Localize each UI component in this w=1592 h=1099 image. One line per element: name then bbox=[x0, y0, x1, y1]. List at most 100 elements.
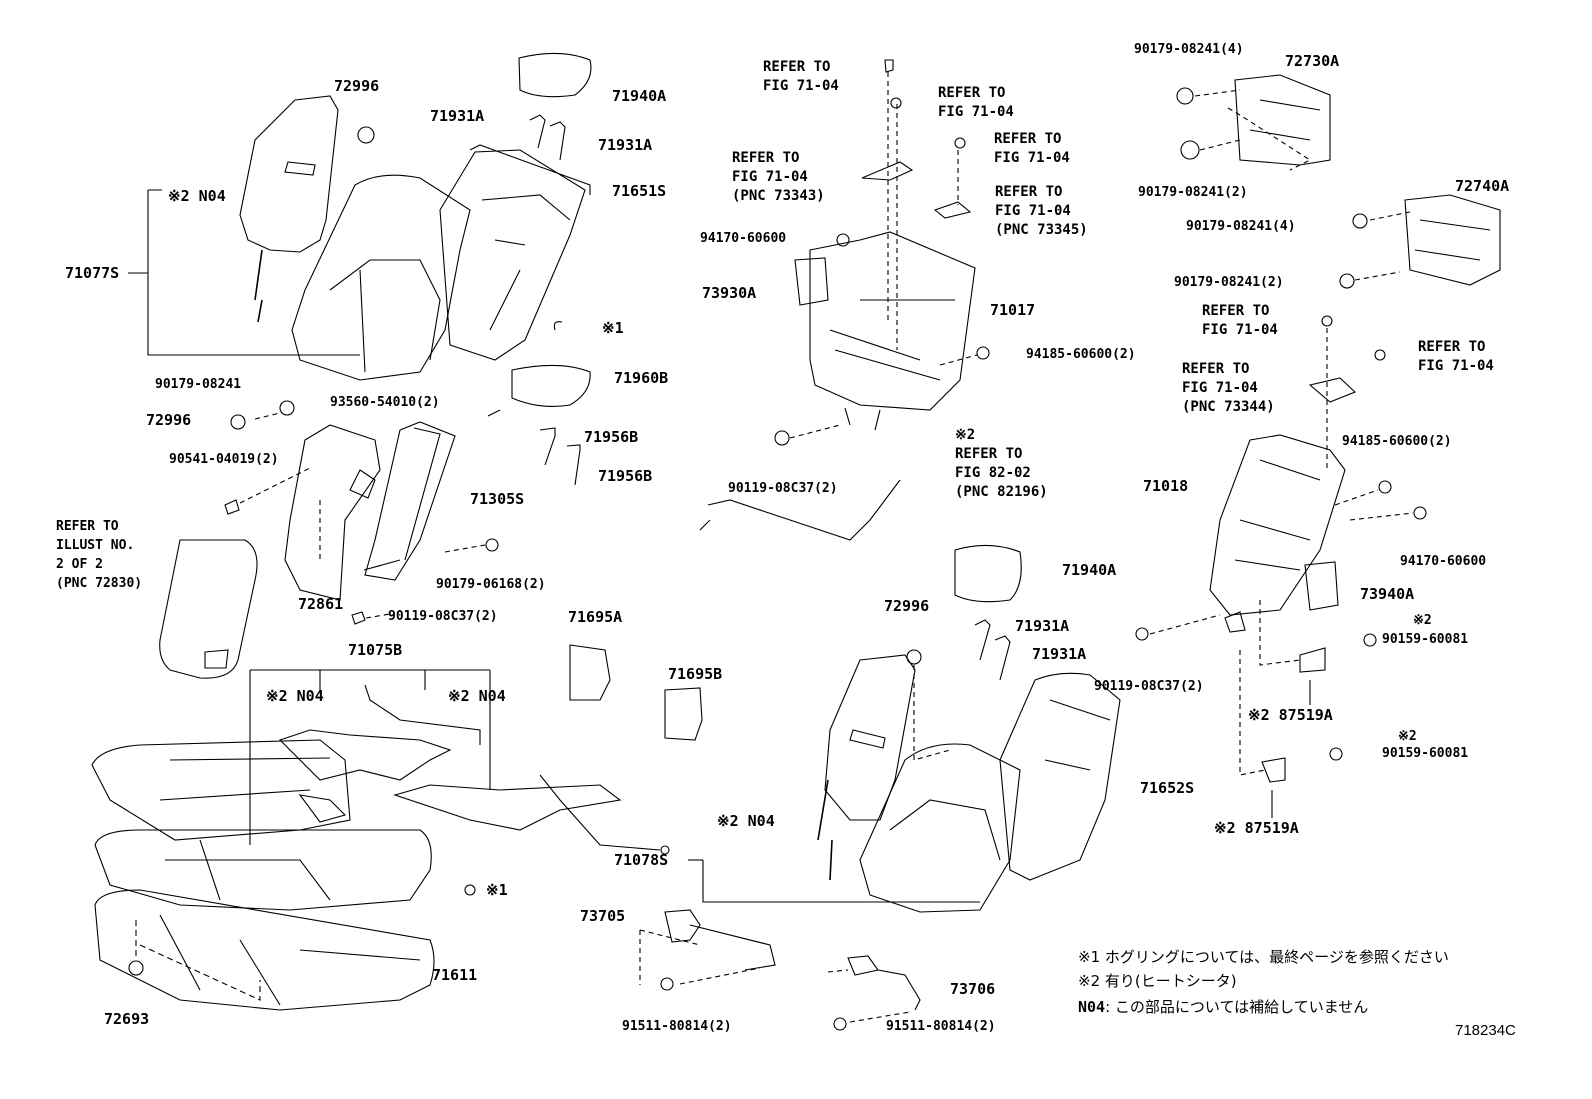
refer-line: FIG 71-04 bbox=[732, 169, 808, 185]
part-71931A-b1[interactable]: 71931A bbox=[1015, 617, 1070, 635]
part-90541-04019[interactable]: 90541-04019(2) bbox=[169, 452, 279, 467]
refer-fig-71-04-g[interactable]: REFER TO FIG 71-04 (PNC 73344) bbox=[1182, 360, 1275, 417]
part-90179-08241-4b[interactable]: 90179-08241(4) bbox=[1186, 219, 1296, 234]
part-91511-80814-a[interactable]: 91511-80814(2) bbox=[622, 1019, 732, 1034]
n04-code[interactable]: N04 bbox=[198, 187, 226, 205]
part-91511-80814-b[interactable]: 91511-80814(2) bbox=[886, 1019, 996, 1034]
kome2-mark: ※2 bbox=[266, 687, 288, 705]
refer-fig-71-04-d[interactable]: REFER TO FIG 71-04 bbox=[994, 130, 1070, 168]
part-71940A-b[interactable]: 71940A bbox=[1062, 561, 1117, 579]
part-71652S[interactable]: 71652S bbox=[1140, 779, 1195, 797]
part-90179-08241-4a[interactable]: 90179-08241(4) bbox=[1134, 42, 1244, 57]
part-94185-60600-b[interactable]: 94185-60600(2) bbox=[1342, 434, 1452, 449]
part-71956B-2[interactable]: 71956B bbox=[598, 467, 653, 485]
part-71611[interactable]: 71611 bbox=[432, 966, 478, 984]
part-71931A-b2[interactable]: 71931A bbox=[1032, 645, 1087, 663]
part-71075B[interactable]: 71075B bbox=[348, 641, 403, 659]
refer-fig-71-04-f[interactable]: REFER TO FIG 71-04 bbox=[1202, 302, 1278, 340]
refer-line: FIG 71-04 bbox=[1202, 322, 1278, 338]
lower-center-seatback bbox=[817, 544, 1121, 913]
part-87519A-a[interactable]: 87519A bbox=[1278, 706, 1333, 724]
refer-fig-71-04-b[interactable]: REFER TO FIG 71-04 bbox=[938, 84, 1014, 122]
part-90119-08C37-b[interactable]: 90119-08C37(2) bbox=[728, 481, 838, 496]
part-87519A-b[interactable]: 87519A bbox=[1244, 819, 1299, 837]
part-71956B-1[interactable]: 71956B bbox=[584, 428, 639, 446]
refer-line: REFER TO bbox=[1202, 303, 1270, 319]
refer-line: 2 OF 2 bbox=[56, 557, 103, 572]
figure-code: 718234C bbox=[1455, 1022, 1516, 1039]
part-90119-08C37-c[interactable]: 90119-08C37(2) bbox=[1094, 679, 1204, 694]
part-71018[interactable]: 71018 bbox=[1143, 477, 1189, 495]
center-frame bbox=[699, 59, 990, 541]
part-72996-a[interactable]: 72996 bbox=[334, 77, 380, 95]
part-90119-08C37-a[interactable]: 90119-08C37(2) bbox=[388, 609, 498, 624]
refer-line: (PNC 72830) bbox=[56, 576, 143, 591]
part-94170-60600-b[interactable]: 94170-60600 bbox=[1400, 554, 1487, 569]
part-72996-c[interactable]: 72996 bbox=[884, 597, 930, 615]
part-87519A-a-label: ※2 87519A bbox=[1248, 707, 1333, 724]
part-71078S[interactable]: 71078S bbox=[614, 851, 669, 869]
armrest bbox=[159, 539, 258, 679]
kome2-mark: ※2 bbox=[717, 812, 739, 830]
kome2-mark: ※2 bbox=[168, 187, 190, 205]
legend-note-3: N04: この部品については補給していません bbox=[1078, 998, 1368, 1016]
legend-n04-code: N04 bbox=[1078, 998, 1106, 1016]
refer-illust-72830[interactable]: REFER TO ILLUST NO. 2 OF 2 (PNC 72830) bbox=[56, 517, 142, 593]
refer-fig-71-04-e[interactable]: REFER TO FIG 71-04 (PNC 73345) bbox=[995, 183, 1088, 240]
n04-label-1: ※2 N04 bbox=[168, 188, 226, 205]
part-93560-54010[interactable]: 93560-54010(2) bbox=[330, 395, 440, 410]
refer-line: FIG 71-04 bbox=[763, 78, 839, 94]
part-71931A-a1[interactable]: 71931A bbox=[430, 107, 485, 125]
part-72861[interactable]: 72861 bbox=[298, 595, 344, 613]
refer-fig-71-04-h[interactable]: REFER TO FIG 71-04 bbox=[1418, 338, 1494, 376]
refer-line: REFER TO bbox=[763, 59, 831, 75]
part-71931A-a2[interactable]: 71931A bbox=[598, 136, 653, 154]
part-71695A[interactable]: 71695A bbox=[568, 608, 623, 626]
part-72740A[interactable]: 72740A bbox=[1455, 177, 1510, 195]
part-71695B[interactable]: 71695B bbox=[668, 665, 723, 683]
refer-fig-71-04-c[interactable]: REFER TO FIG 71-04 (PNC 73343) bbox=[732, 149, 825, 206]
rear-seat-cushion bbox=[91, 739, 435, 1011]
heater-mats-left bbox=[249, 644, 980, 903]
legend-note-2: ※2 有り(ヒートシータ) bbox=[1078, 972, 1237, 990]
part-71960B[interactable]: 71960B bbox=[614, 369, 669, 387]
part-72996-b[interactable]: 72996 bbox=[146, 411, 192, 429]
refer-line: REFER TO bbox=[994, 131, 1062, 147]
part-90179-06168[interactable]: 90179-06168(2) bbox=[436, 577, 546, 592]
refer-fig-82-02[interactable]: ※2 REFER TO FIG 82-02 (PNC 82196) bbox=[955, 426, 1048, 502]
n04-code[interactable]: N04 bbox=[478, 687, 506, 705]
refer-line: REFER TO bbox=[732, 150, 800, 166]
part-71077S[interactable]: 71077S bbox=[65, 264, 120, 282]
refer-fig-71-04-a[interactable]: REFER TO FIG 71-04 bbox=[763, 58, 839, 96]
part-73705[interactable]: 73705 bbox=[580, 907, 626, 925]
part-94170-60600-a[interactable]: 94170-60600 bbox=[700, 231, 787, 246]
part-71651S[interactable]: 71651S bbox=[612, 182, 667, 200]
part-73706[interactable]: 73706 bbox=[950, 980, 996, 998]
part-90159-60081-b[interactable]: 90159-60081 bbox=[1382, 746, 1469, 761]
right-brackets bbox=[1135, 74, 1501, 818]
part-73940A[interactable]: 73940A bbox=[1360, 585, 1415, 603]
part-73930A[interactable]: 73930A bbox=[702, 284, 757, 302]
refer-line: FIG 71-04 bbox=[938, 104, 1014, 120]
upper-left-seatback bbox=[128, 52, 592, 381]
kome2-mark: ※2 bbox=[1248, 706, 1270, 724]
n04-code[interactable]: N04 bbox=[296, 687, 324, 705]
refer-line: REFER TO bbox=[955, 446, 1023, 462]
refer-line: (PNC 82196) bbox=[955, 484, 1048, 500]
part-90179-08241-2a[interactable]: 90179-08241(2) bbox=[1138, 185, 1248, 200]
part-94185-60600-a[interactable]: 94185-60600(2) bbox=[1026, 347, 1136, 362]
n04-code[interactable]: N04 bbox=[747, 812, 775, 830]
part-72693[interactable]: 72693 bbox=[104, 1010, 150, 1028]
part-90179-08241-2b[interactable]: 90179-08241(2) bbox=[1174, 275, 1284, 290]
part-71940A-a[interactable]: 71940A bbox=[612, 87, 667, 105]
part-71017[interactable]: 71017 bbox=[990, 301, 1036, 319]
part-71305S[interactable]: 71305S bbox=[470, 490, 525, 508]
kome2-mark-d: ※2 bbox=[1398, 729, 1417, 744]
part-72730A[interactable]: 72730A bbox=[1285, 52, 1340, 70]
part-90159-60081-a[interactable]: 90159-60081 bbox=[1382, 632, 1469, 647]
legend-n04-text: : この部品については補給していません bbox=[1105, 998, 1369, 1016]
n04-label-3: ※2 N04 bbox=[448, 688, 506, 705]
part-90179-08241-a[interactable]: 90179-08241 bbox=[155, 377, 242, 392]
